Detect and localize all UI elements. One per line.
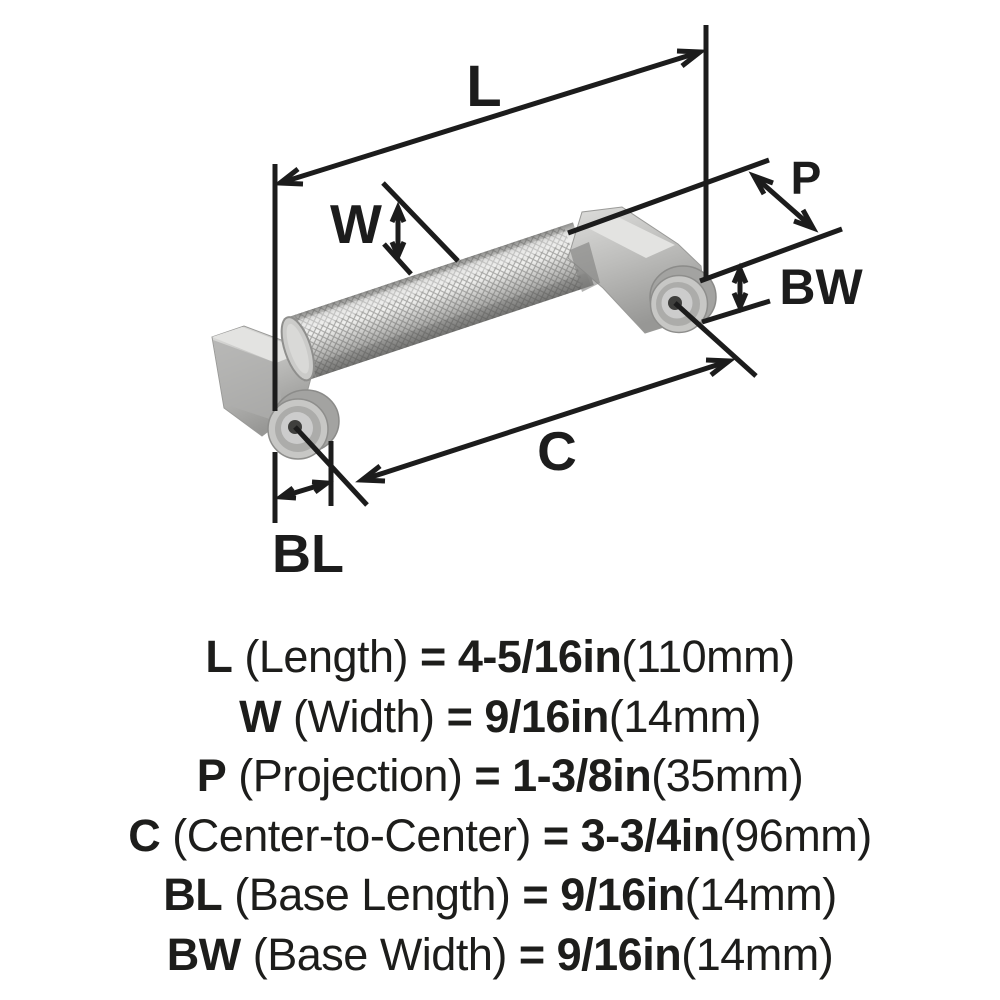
grip-knurl-texture — [294, 225, 585, 378]
left-foot-top-face — [212, 327, 306, 363]
left-foot-front-face — [213, 340, 285, 424]
dim-arrow-P — [748, 171, 819, 233]
dim-arrow-C — [355, 357, 736, 484]
dimension-lines — [272, 25, 843, 523]
spec-metric: (96mm) — [719, 809, 873, 861]
spec-line-width: W (Width) = 9/16in(14mm) — [0, 687, 1000, 747]
spec-symbol: P — [196, 750, 227, 801]
right-foot-notch-shadow — [570, 242, 600, 292]
spec-metric: (14mm) — [608, 690, 762, 742]
handle-illustration — [211, 206, 717, 460]
spec-symbol: BL — [163, 869, 223, 920]
spec-metric: (35mm) — [651, 750, 804, 801]
dim-label-L: L — [466, 54, 501, 119]
spec-line-length: L (Length) = 4-5/16in(110mm) — [0, 627, 1000, 687]
dim-label-C: C — [537, 420, 577, 482]
spec-symbol: L — [205, 631, 233, 682]
dim-arrow-BW — [731, 262, 749, 314]
w-extension-line-upper — [381, 181, 460, 263]
spec-line-base-length: BL (Base Length) = 9/16in(14mm) — [0, 865, 1000, 925]
spec-value: = 3-3/4in — [542, 809, 720, 861]
dim-label-W: W — [330, 193, 382, 255]
spec-line-center-to-center: C (Center-to-Center) = 3-3/4in(96mm) — [0, 806, 1000, 866]
spec-symbol: BW — [166, 928, 241, 980]
knurled-grip — [280, 222, 594, 382]
dim-arrow-W — [389, 201, 407, 263]
p-extension-line-upper — [567, 157, 770, 236]
spec-value: = 4-5/16in — [420, 631, 622, 682]
dimension-diagram: L W P BW C BL — [211, 25, 863, 584]
spec-list: L (Length) = 4-5/16in(110mm) W (Width) =… — [0, 627, 1000, 984]
spec-name: (Base Width) — [240, 928, 519, 980]
spec-name: (Length) — [232, 631, 421, 682]
spec-name: (Center-to-Center) — [160, 809, 543, 861]
dim-arrow-L — [273, 48, 707, 187]
spec-name: (Projection) — [226, 750, 475, 801]
bw-extension-tick — [701, 298, 771, 325]
spec-metric: (14mm) — [681, 928, 834, 980]
left-screw-base — [267, 389, 340, 460]
spec-name: (Base Length) — [222, 869, 523, 920]
dim-arrow-BL — [274, 479, 334, 501]
spec-symbol: W — [239, 690, 282, 742]
spec-symbol: C — [128, 809, 161, 861]
grip-shadow — [301, 272, 591, 381]
spec-metric: (14mm) — [684, 869, 838, 920]
grip-highlight — [287, 229, 576, 336]
spec-value: = 9/16in — [522, 869, 685, 920]
spec-value: = 1-3/8in — [474, 750, 652, 801]
right-screw-leader-line — [673, 301, 758, 378]
spec-value: = 9/16in — [518, 928, 682, 980]
spec-line-base-width: BW (Base Width) = 9/16in(14mm) — [0, 925, 1000, 985]
spec-value: = 9/16in — [446, 690, 610, 742]
right-foot-top-face — [586, 216, 675, 258]
spec-line-projection: P (Projection) = 1-3/8in(35mm) — [0, 746, 1000, 806]
spec-metric: (110mm) — [621, 631, 795, 682]
grip-end-cap-inner — [286, 323, 309, 374]
left-screw-leader-line — [293, 425, 369, 507]
dim-label-BW: BW — [779, 259, 863, 315]
dim-label-P: P — [791, 152, 822, 204]
dim-label-BL: BL — [272, 524, 344, 584]
spec-name: (Width) — [281, 690, 447, 742]
p-extension-line-lower — [699, 226, 843, 284]
